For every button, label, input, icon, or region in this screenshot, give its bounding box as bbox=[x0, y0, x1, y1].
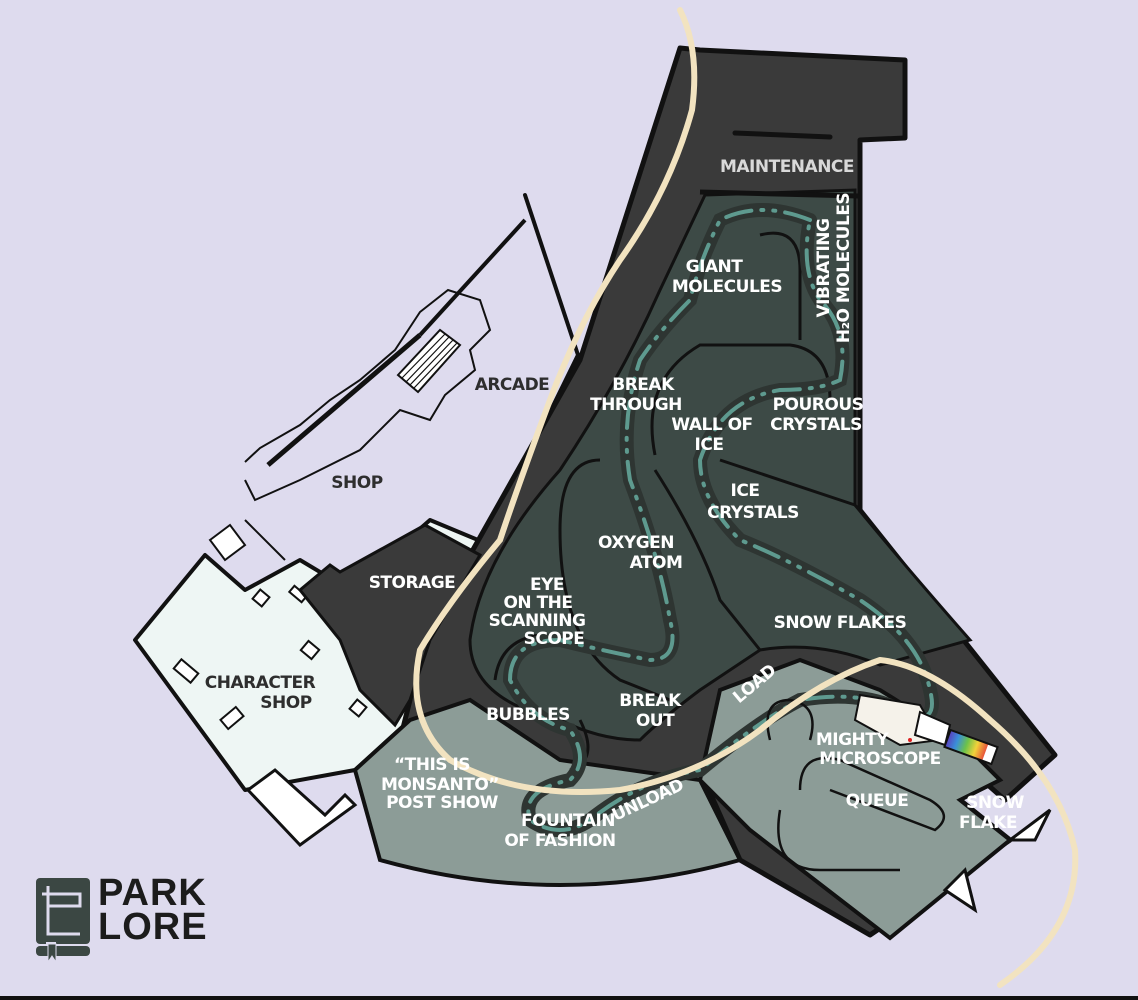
display-fixtures bbox=[172, 584, 368, 731]
label-bubbles: BUBBLES bbox=[486, 705, 570, 725]
ride-track bbox=[507, 208, 934, 832]
kiosk bbox=[208, 523, 247, 562]
label-storage: STORAGE bbox=[369, 573, 456, 593]
label-mighty-microscope-2: MICROSCOPE bbox=[819, 749, 941, 769]
label-ice-crystals-2: CRYSTALS bbox=[707, 503, 799, 523]
monorail-beam bbox=[413, 7, 1079, 988]
label-mighty-microscope-1: MIGHTY bbox=[816, 730, 890, 750]
svg-text:VIBRATING: VIBRATING bbox=[814, 219, 834, 318]
label-shop: SHOP bbox=[331, 473, 382, 493]
label-post-show-2: MONSANTO” bbox=[381, 775, 499, 795]
snowflake-shape bbox=[942, 867, 978, 914]
label-eye-scope-3: SCANNING bbox=[489, 611, 586, 631]
label-oxygen-atom-2: ATOM bbox=[630, 553, 683, 573]
stairs bbox=[245, 768, 358, 847]
label-maintenance: MAINTENANCE bbox=[720, 157, 854, 177]
label-vibrating-h2o: VIBRATING H₂O MOLECULES bbox=[814, 193, 854, 343]
label-oxygen-atom-1: OXYGEN bbox=[598, 533, 674, 553]
park-lore-logo: PARK LORE bbox=[34, 872, 208, 962]
label-post-show-3: POST SHOW bbox=[386, 793, 499, 813]
label-arcade: ARCADE bbox=[475, 375, 550, 395]
maintenance-wall bbox=[732, 130, 833, 140]
label-wall-of-ice-2: ICE bbox=[695, 435, 724, 455]
snowflake-shape bbox=[1005, 808, 1052, 842]
label-character-shop-1: CHARACTER bbox=[205, 673, 316, 693]
label-break-out-1: BREAK bbox=[619, 691, 682, 711]
label-eye-scope-4: SCOPE bbox=[524, 629, 585, 649]
label-pourous-crystals-2: CRYSTALS bbox=[770, 415, 862, 435]
label-eye-scope-1: EYE bbox=[530, 575, 564, 595]
arcade-wall-line bbox=[266, 333, 422, 467]
maintenance-divider bbox=[699, 189, 859, 199]
mighty-microscope-icon bbox=[853, 693, 999, 766]
label-giant-molecules-2: MOLECULES bbox=[672, 277, 782, 297]
label-break-out-2: OUT bbox=[636, 711, 675, 731]
label-pourous-crystals-1: POUROUS bbox=[773, 395, 864, 415]
label-snow-flake-1: SNOW bbox=[966, 793, 1024, 813]
label-giant-molecules-1: GIANT bbox=[686, 257, 744, 277]
svg-text:H₂O MOLECULES: H₂O MOLECULES bbox=[834, 193, 854, 343]
label-character-shop-2: SHOP bbox=[260, 693, 311, 713]
escalator-icon bbox=[396, 328, 462, 394]
arcade-wall-line bbox=[418, 218, 527, 337]
bottom-border bbox=[0, 996, 1138, 1000]
label-snow-flakes: SNOW FLAKES bbox=[774, 613, 907, 633]
scene-walls bbox=[493, 231, 856, 772]
label-ice-crystals-1: ICE bbox=[731, 481, 760, 501]
logo-text-lore: LORE bbox=[98, 906, 208, 948]
label-break-through-2: THROUGH bbox=[590, 395, 682, 415]
label-fountain-of-fashion-1: FOUNTAIN bbox=[521, 811, 615, 831]
label-snow-flake-2: FLAKE bbox=[959, 813, 1017, 833]
label-break-through-1: BREAK bbox=[612, 375, 675, 395]
book-icon bbox=[36, 878, 90, 962]
label-eye-scope-2: ON THE bbox=[503, 593, 572, 613]
label-queue: QUEUE bbox=[846, 791, 909, 811]
storage-building bbox=[297, 523, 483, 728]
arcade-outer-wall bbox=[244, 288, 492, 502]
label-wall-of-ice-1: WALL OF bbox=[671, 415, 752, 435]
logo-text-park: PARK bbox=[98, 872, 207, 914]
label-fountain-of-fashion-2: OF FASHION bbox=[504, 831, 615, 851]
label-post-show-1: “THIS IS bbox=[394, 755, 470, 775]
